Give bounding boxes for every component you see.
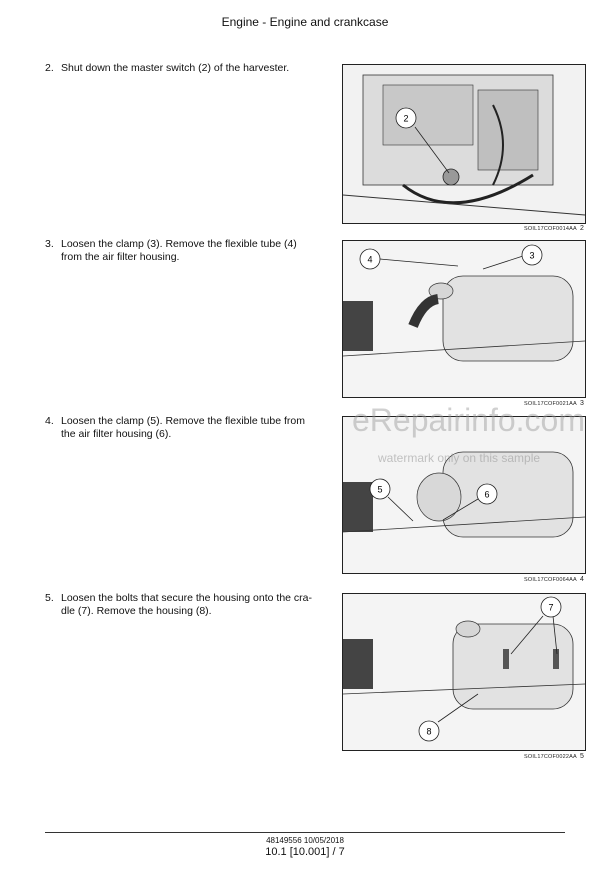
callout-label: 2	[403, 114, 408, 124]
air-filter-illustration: 7 8	[343, 594, 585, 750]
footer-page-number: 10.1 [10.001] / 7	[265, 846, 345, 858]
figure-code: SOIL17COF0022AA	[524, 754, 577, 760]
footer-divider	[45, 832, 565, 833]
step-number: 4.	[45, 415, 54, 427]
figure-number: 3	[580, 400, 584, 407]
callout-label: 3	[529, 251, 534, 261]
engine-illustration: 2	[343, 65, 585, 223]
figure-number: 5	[580, 753, 584, 760]
figure-code: SOIL17COF0014AA	[524, 226, 577, 232]
callout-label: 8	[426, 727, 431, 737]
figure-number: 4	[580, 576, 584, 583]
callout-label: 4	[367, 255, 372, 265]
step-number: 2.	[45, 62, 54, 74]
step-text: Shut down the master switch (2) of the h…	[61, 62, 290, 74]
callout-label: 6	[484, 490, 489, 500]
page-header: Engine - Engine and crankcase	[221, 15, 389, 29]
step-5: 5. Loosen the bolts that secure the housi…	[45, 592, 317, 618]
air-filter-illustration: 4 3	[343, 241, 585, 397]
step-number: 5.	[45, 592, 54, 604]
figure-code: SOIL17COF0064AA	[524, 577, 577, 583]
callout-label: 5	[377, 485, 382, 495]
step-3: 3. Loosen the clamp (3). Remove the flexi…	[45, 238, 317, 264]
step-text: Loosen the clamp (5). Remove the flexibl…	[61, 415, 305, 440]
figure-master-switch: 2	[342, 64, 586, 224]
step-number: 3.	[45, 238, 54, 250]
figure-code: SOIL17COF0021AA	[524, 401, 577, 407]
figure-flexible-tube: 4 3	[342, 240, 586, 398]
step-2: 2. Shut down the master switch (2) of the…	[45, 62, 317, 75]
step-text: Loosen the clamp (3). Remove the flexibl…	[61, 238, 297, 263]
callout-label: 7	[548, 603, 553, 613]
figure-housing-removal: 7 8	[342, 593, 586, 751]
step-4: 4. Loosen the clamp (5). Remove the flexi…	[45, 415, 317, 441]
step-text: Loosen the bolts that secure the housing…	[61, 592, 313, 617]
watermark-text: eRepairinfo.com	[352, 402, 585, 438]
figure-air-filter-housing: 5 6	[342, 416, 586, 574]
footer-doc-code: 48149556 10/05/2018	[266, 836, 344, 845]
watermark-subtext: watermark only on this sample	[378, 451, 541, 465]
figure-number: 2	[580, 225, 584, 232]
air-filter-illustration: 5 6	[343, 417, 585, 573]
